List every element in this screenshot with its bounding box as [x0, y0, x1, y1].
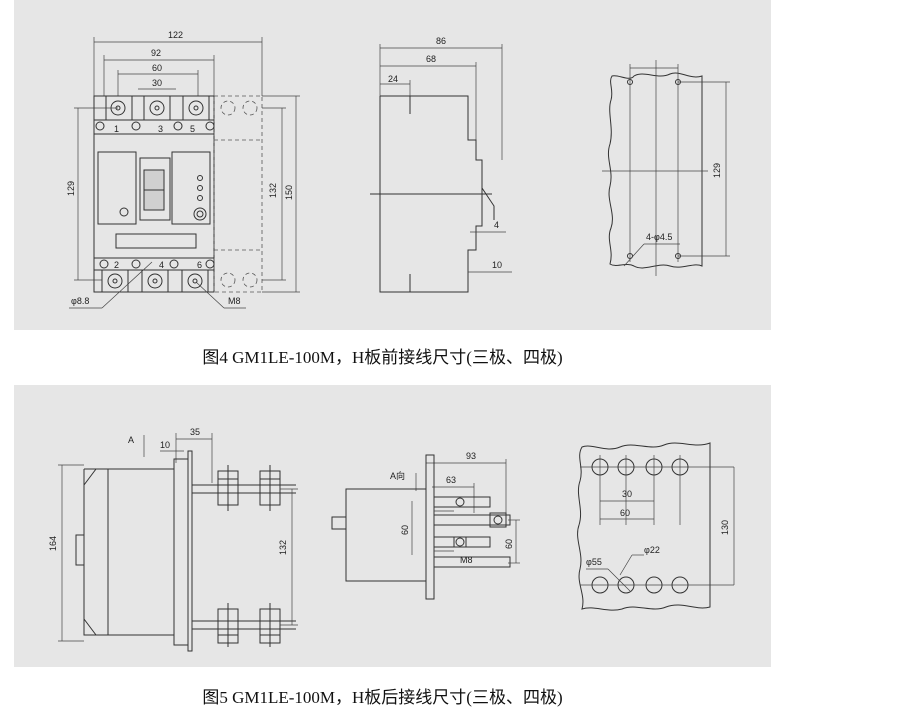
rear-mount-view: 30 60 130 φ55 φ22: [577, 442, 735, 611]
dim-30-mount-label: 30: [622, 489, 632, 499]
dim-68-label: 68: [426, 54, 436, 64]
side-view: 86 68 24 4 10: [370, 36, 512, 293]
rear-section-view: 93 63 A向 M8 60 60: [331, 451, 520, 600]
dim-150-label: 150: [284, 185, 294, 200]
dim-4-label: 4: [494, 220, 499, 230]
dim-60-label: 60: [152, 63, 162, 73]
dim-130-label: 130: [720, 520, 730, 535]
dim-129-label: 129: [66, 181, 76, 196]
hole-phi-22-label: φ22: [644, 545, 660, 555]
label-a: A: [128, 435, 134, 445]
front-view: 122 92 60 30 1 3 5: [66, 30, 300, 309]
screw-m8-rear-label: M8: [460, 555, 473, 565]
mount-view: 129 4-φ4.5: [602, 60, 730, 276]
dim-10-label: 10: [492, 260, 502, 270]
terminal-5-label: 5: [190, 124, 195, 134]
dim-92-label: 92: [151, 48, 161, 58]
dim-60-right-label: 60: [504, 539, 514, 549]
figure-5-drawing: A 35 10: [48, 427, 735, 652]
hole-phi-55-label: φ55: [586, 557, 602, 567]
dim-93-label: 93: [466, 451, 476, 461]
dim-132-label: 132: [268, 183, 278, 198]
hole-phi-8-8-label: φ8.8: [71, 296, 89, 306]
figure-4-panel: 122 92 60 30 1 3 5: [14, 0, 771, 330]
dim-60-mount-label: 60: [620, 508, 630, 518]
dim-122-label: 122: [168, 30, 183, 40]
dim-35-label: 35: [190, 427, 200, 437]
terminal-1-label: 1: [114, 124, 119, 134]
dim-132-rear-label: 132: [278, 540, 288, 555]
dim-164-label: 164: [48, 536, 58, 551]
figure-5-panel: A 35 10: [14, 385, 771, 667]
dim-30-label: 30: [152, 78, 162, 88]
dim-86-label: 86: [436, 36, 446, 46]
figure-4-caption: 图4 GM1LE-100M，H板前接线尺寸(三极、四极): [202, 348, 563, 367]
dim-63-label: 63: [446, 475, 456, 485]
dim-60-left-label: 60: [400, 525, 410, 535]
terminal-2-label: 2: [114, 260, 119, 270]
dim-24-label: 24: [388, 74, 398, 84]
terminal-3-label: 3: [158, 124, 163, 134]
figure-4-drawing: 122 92 60 30 1 3 5: [66, 30, 730, 309]
figure-5-caption: 图5 GM1LE-100M，H板后接线尺寸(三极、四极): [202, 688, 563, 707]
label-a-direction: A向: [390, 470, 405, 481]
rear-side-view: A 35 10: [48, 427, 298, 652]
screw-m8-label: M8: [228, 296, 241, 306]
dim-129-mount-label: 129: [712, 163, 722, 178]
terminal-6-label: 6: [197, 260, 202, 270]
hole-4-phi-4-5-label: 4-φ4.5: [646, 232, 672, 242]
dim-10-rear-label: 10: [160, 440, 170, 450]
terminal-4-label: 4: [159, 260, 164, 270]
